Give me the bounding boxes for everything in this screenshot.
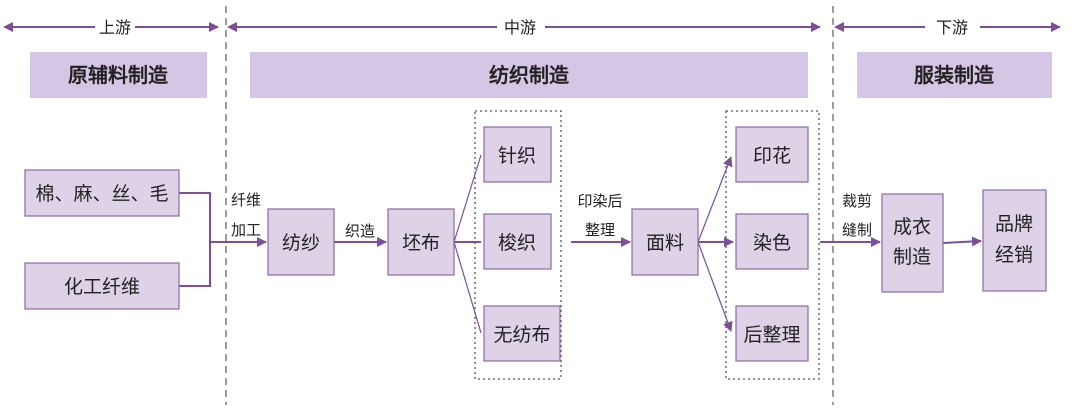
textile-header-text: 纺织制造 [489,63,570,87]
fabric-node [631,208,699,276]
weaving-methods-group [474,110,562,380]
upstream-stage-arrow: 上游 [3,18,219,37]
textile-header [250,52,808,98]
downstream-stage-arrow: 下游 [834,18,1061,37]
dyeing-node [735,213,809,270]
greige-node [387,208,455,276]
weave-make-label: 织造 [345,222,375,240]
greige-text: 坯布 [402,232,440,254]
apparel-header-text: 服装制造 [914,63,995,87]
connectors [179,154,982,334]
cut-sew-label-line2: 缝制 [842,221,872,239]
chemical-fibers-text: 化工纤维 [64,276,140,298]
knitting-text: 针织 [498,145,536,167]
knitting-node [483,126,552,183]
weaving-node [483,213,552,270]
dye-finish-label-line2: 整理 [585,221,615,239]
downstream-label: 下游 [936,18,968,37]
printing-node [735,126,809,183]
natural-fibers-node [24,169,180,217]
dyeing-text: 染色 [753,232,791,254]
spinning-text: 纺纱 [282,232,320,254]
printing-text: 印花 [753,145,791,167]
nonwoven-text: 无纺布 [493,324,550,346]
finishing-node [735,305,809,362]
finishing-text: 后整理 [743,324,800,346]
dye-finish-label-line1: 印染后 [577,192,622,210]
brand-node [982,189,1047,292]
upstream-label: 上游 [99,18,131,37]
garment-text-line2: 制造 [893,246,931,268]
fiber-processing-label-line2: 加工 [231,221,261,239]
nonwoven-node [483,305,561,362]
finishing-methods-group [725,110,820,380]
cut-sew-label-line1: 裁剪 [842,192,872,210]
raw-materials-header-text: 原辅料制造 [68,63,169,87]
fabric-text: 面料 [646,232,684,254]
brand-text-line1: 品牌 [995,213,1033,235]
midstream-stage-arrow: 中游 [227,18,821,37]
apparel-header [857,52,1052,98]
spinning-node [267,208,335,276]
brand-text-line2: 经销 [995,244,1033,266]
chemical-fibers-node [24,262,180,310]
natural-fibers-text: 棉、麻、丝、毛 [35,183,168,205]
midstream-label: 中游 [504,18,536,37]
garment-node [881,193,944,293]
garment-text-line1: 成衣 [893,216,931,238]
raw-materials-header [30,52,207,98]
weaving-text: 梭织 [498,232,536,254]
fiber-processing-label-line1: 纤维 [231,191,261,209]
